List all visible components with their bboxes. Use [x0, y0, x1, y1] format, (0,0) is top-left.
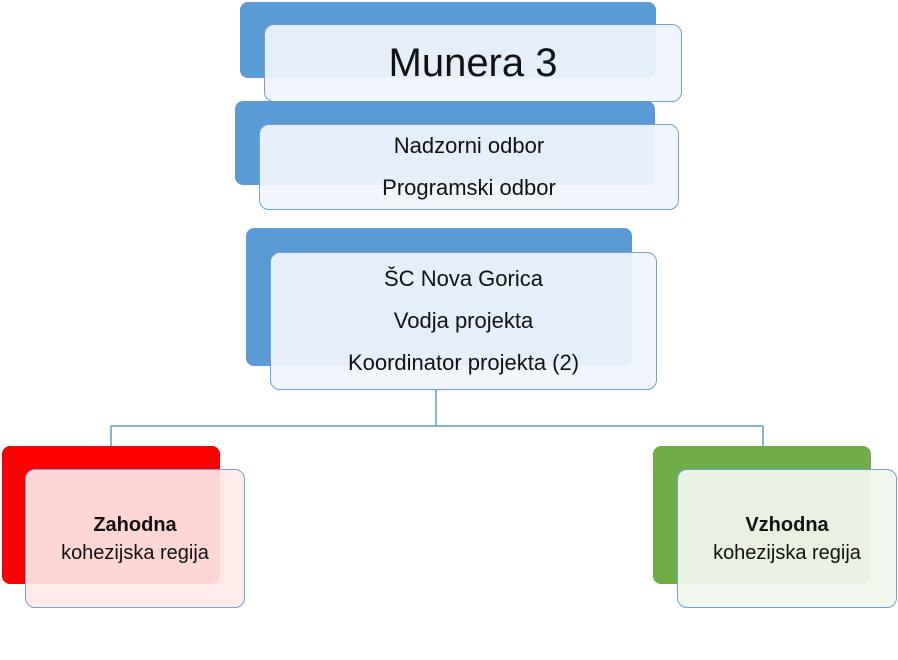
school-center-label: ŠC Nova Gorica — [384, 266, 543, 291]
west-region-card: Zahodna kohezijska regija — [25, 469, 245, 608]
east-region-name: Vzhodna — [745, 513, 829, 536]
west-region-type: kohezijska regija — [61, 541, 209, 564]
boards-node-card: Nadzorni odbor Programski odbor — [259, 124, 679, 210]
project-lead-label: Vodja projekta — [393, 308, 534, 333]
program-board-label: Programski odbor — [382, 175, 556, 200]
title-node-card: Munera 3 — [264, 24, 682, 102]
east-region-card: Vzhodna kohezijska regija — [677, 469, 897, 608]
diagram-title: Munera 3 — [388, 41, 558, 85]
west-region-name: Zahodna — [93, 513, 177, 536]
lead-node-card: ŠC Nova Gorica Vodja projekta Koordinato… — [270, 252, 657, 390]
east-region-type: kohezijska regija — [713, 541, 861, 564]
supervisory-board-label: Nadzorni odbor — [393, 133, 545, 158]
project-coordinator-label: Koordinator projekta (2) — [347, 350, 580, 375]
